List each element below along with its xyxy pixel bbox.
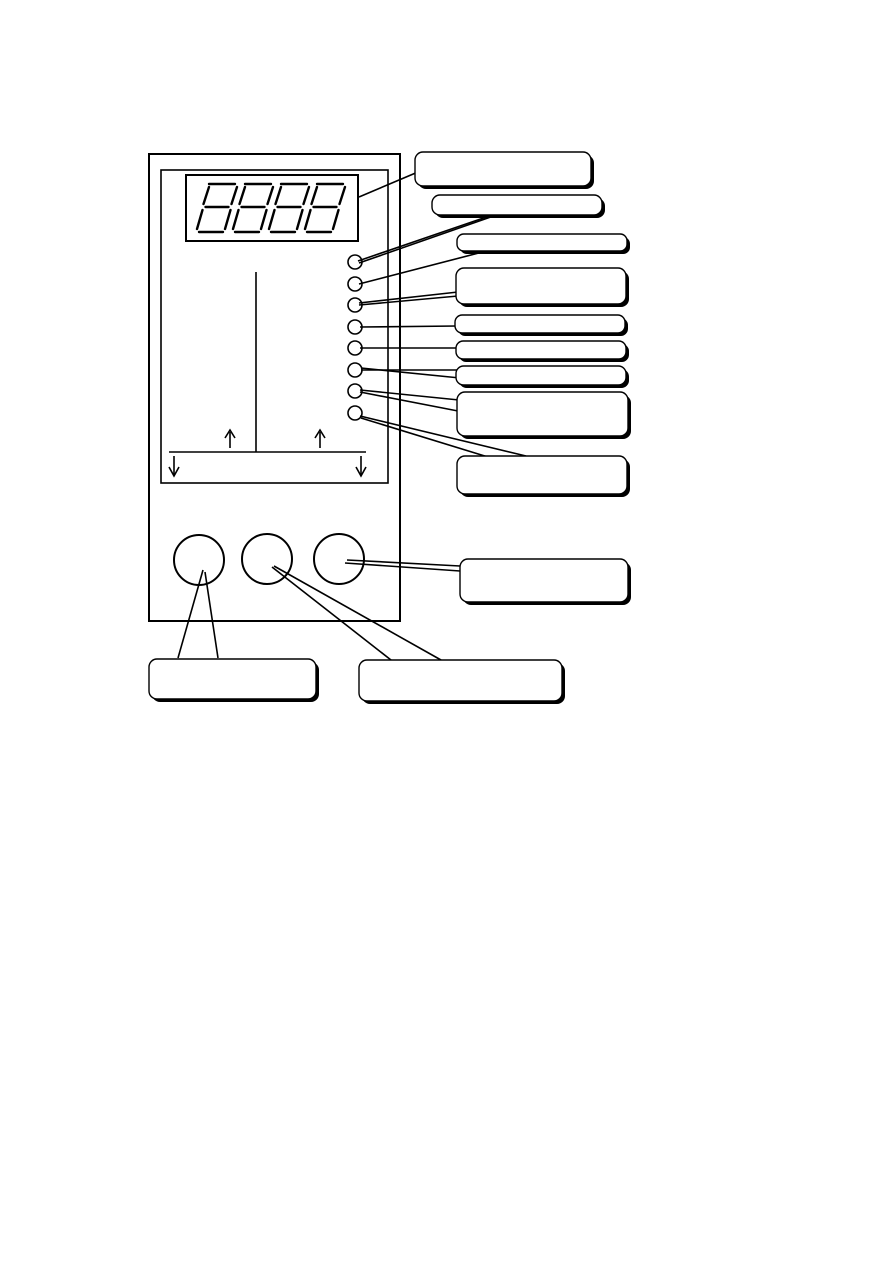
callout-box-7 (455, 365, 629, 388)
leader-led-8a (360, 417, 489, 458)
leader-button-right (344, 562, 461, 572)
digit-segment (303, 208, 312, 231)
digit-segment (331, 208, 340, 231)
callout-box-11 (148, 658, 319, 702)
digit-segment (338, 185, 347, 206)
digit-segment (310, 185, 319, 206)
digit-segment (259, 208, 268, 231)
front-button-middle[interactable] (241, 533, 293, 585)
leader-button-right-a (346, 559, 461, 567)
leader-led-3 (358, 295, 459, 306)
leader-led-2a (358, 211, 506, 264)
callout-box-1 (414, 151, 594, 189)
leader-led-6a (360, 367, 461, 379)
digit-segment (274, 185, 283, 206)
callout-box-9 (456, 455, 630, 497)
callout-frame (148, 658, 317, 700)
callout-frame (455, 267, 627, 305)
callout-box-5 (454, 314, 628, 336)
leader-led-1 (357, 211, 502, 262)
seven-segment-digit (267, 182, 311, 234)
digit-segment (231, 208, 240, 231)
digit-segment (302, 185, 311, 206)
callout-box-3 (456, 233, 630, 254)
down-arrow-icon (355, 456, 367, 478)
up-arrow-icon (224, 428, 236, 448)
callout-box-12 (358, 659, 565, 704)
seven-segment-display (185, 174, 359, 242)
digit-segment (202, 185, 211, 206)
digit-segment (238, 185, 247, 206)
seven-segment-digit (231, 182, 275, 234)
up-arrow-icon (314, 428, 326, 448)
callout-frame (459, 558, 629, 603)
callout-leader-lines (177, 170, 527, 661)
leader-button-middle-a (273, 565, 442, 661)
callout-box-8 (456, 391, 631, 439)
leader-led-7a (359, 391, 459, 412)
leader-led-4 (359, 325, 458, 328)
down-arrow-icon (168, 456, 180, 478)
digit-segment (267, 208, 276, 231)
display-panel (160, 169, 389, 484)
callout-frame (456, 455, 628, 495)
leader-led-3a (358, 291, 459, 304)
display-digits (195, 182, 347, 234)
leader-button-middle (271, 566, 392, 661)
device-housing (148, 153, 401, 622)
front-button-right[interactable] (313, 533, 365, 585)
leader-button-left-a (204, 571, 219, 659)
callout-frame (431, 194, 603, 216)
callout-boxes (148, 151, 631, 704)
leader-led-7 (359, 389, 460, 401)
leader-led-8 (359, 415, 527, 457)
callout-frame (414, 151, 592, 187)
leader-button-left (177, 569, 204, 659)
digit-segment (230, 185, 239, 206)
callout-box-4 (455, 267, 629, 307)
led-indicator-8 (347, 405, 363, 421)
callout-frame (358, 659, 563, 702)
front-button-left[interactable] (173, 534, 225, 586)
callout-box-6 (455, 340, 629, 362)
seven-segment-digit (303, 182, 347, 234)
led-indicator-6 (347, 362, 363, 378)
led-indicator-column (347, 254, 363, 421)
led-indicator-5 (347, 340, 363, 356)
led-indicator-7 (347, 383, 363, 399)
digit-segment (195, 208, 204, 231)
digit-segment (295, 208, 304, 231)
seven-segment-digit (195, 182, 239, 234)
digit-segment (223, 208, 232, 231)
led-indicator-4 (347, 319, 363, 335)
callout-frame (454, 314, 626, 334)
callout-frame (455, 340, 627, 360)
digit-segment (266, 185, 275, 206)
callout-frame (456, 391, 629, 437)
callout-frame (455, 365, 627, 386)
callout-frame (456, 233, 628, 252)
callout-box-2 (431, 194, 605, 218)
callout-box-10 (459, 558, 631, 605)
